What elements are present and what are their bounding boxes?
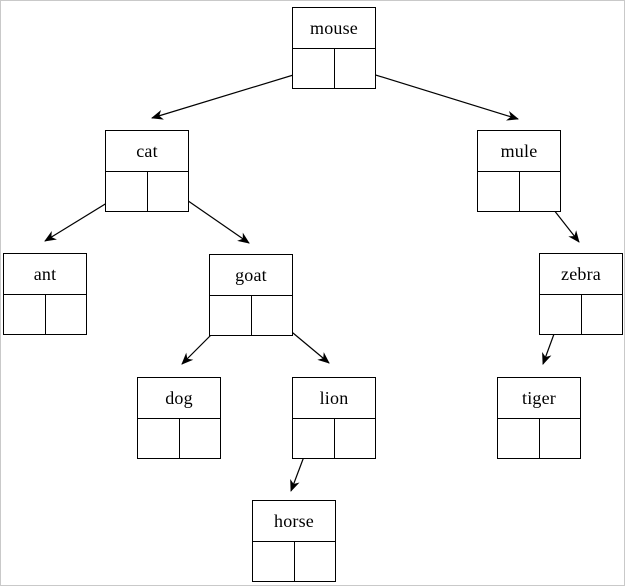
- node-pointer-row: [498, 419, 580, 458]
- node-pointer-row: [138, 419, 220, 458]
- left-pointer-cell: [253, 542, 295, 581]
- tree-node-horse: horse: [252, 500, 336, 582]
- tree-node-tiger: tiger: [497, 377, 581, 459]
- tree-node-goat: goat: [209, 254, 293, 336]
- node-label: horse: [253, 501, 335, 542]
- right-pointer-cell: [252, 296, 293, 335]
- right-pointer-cell: [335, 419, 376, 458]
- node-pointer-row: [293, 419, 375, 458]
- node-label: goat: [210, 255, 292, 296]
- left-pointer-cell: [293, 419, 335, 458]
- right-pointer-cell: [180, 419, 221, 458]
- right-pointer-cell: [540, 419, 581, 458]
- node-pointer-row: [106, 172, 188, 211]
- node-label: cat: [106, 131, 188, 172]
- node-pointer-row: [4, 295, 86, 334]
- tree-node-zebra: zebra: [539, 253, 623, 335]
- edge-mouse-right-mule: [352, 67, 519, 121]
- left-pointer-cell: [540, 295, 582, 334]
- tree-node-cat: cat: [105, 130, 189, 212]
- node-label: mule: [478, 131, 560, 172]
- left-pointer-cell: [210, 296, 252, 335]
- tree-node-mule: mule: [477, 130, 561, 212]
- right-pointer-cell: [148, 172, 189, 211]
- node-pointer-row: [210, 296, 292, 335]
- tree-node-lion: lion: [292, 377, 376, 459]
- node-pointer-row: [253, 542, 335, 581]
- node-label: zebra: [540, 254, 622, 295]
- node-pointer-row: [293, 49, 375, 88]
- node-pointer-row: [540, 295, 622, 334]
- right-pointer-cell: [335, 49, 376, 88]
- tree-node-mouse: mouse: [292, 7, 376, 89]
- edge-mouse-left-cat: [151, 68, 314, 120]
- node-label: dog: [138, 378, 220, 419]
- tree-node-dog: dog: [137, 377, 221, 459]
- node-label: lion: [293, 378, 375, 419]
- node-label: mouse: [293, 8, 375, 49]
- node-pointer-row: [478, 172, 560, 211]
- right-pointer-cell: [295, 542, 336, 581]
- left-pointer-cell: [106, 172, 148, 211]
- left-pointer-cell: [4, 295, 46, 334]
- left-pointer-cell: [478, 172, 520, 211]
- left-pointer-cell: [498, 419, 540, 458]
- left-pointer-cell: [138, 419, 180, 458]
- right-pointer-cell: [582, 295, 623, 334]
- node-label: tiger: [498, 378, 580, 419]
- tree-node-ant: ant: [3, 253, 87, 335]
- right-pointer-cell: [46, 295, 87, 334]
- right-pointer-cell: [520, 172, 561, 211]
- node-label: ant: [4, 254, 86, 295]
- left-pointer-cell: [293, 49, 335, 88]
